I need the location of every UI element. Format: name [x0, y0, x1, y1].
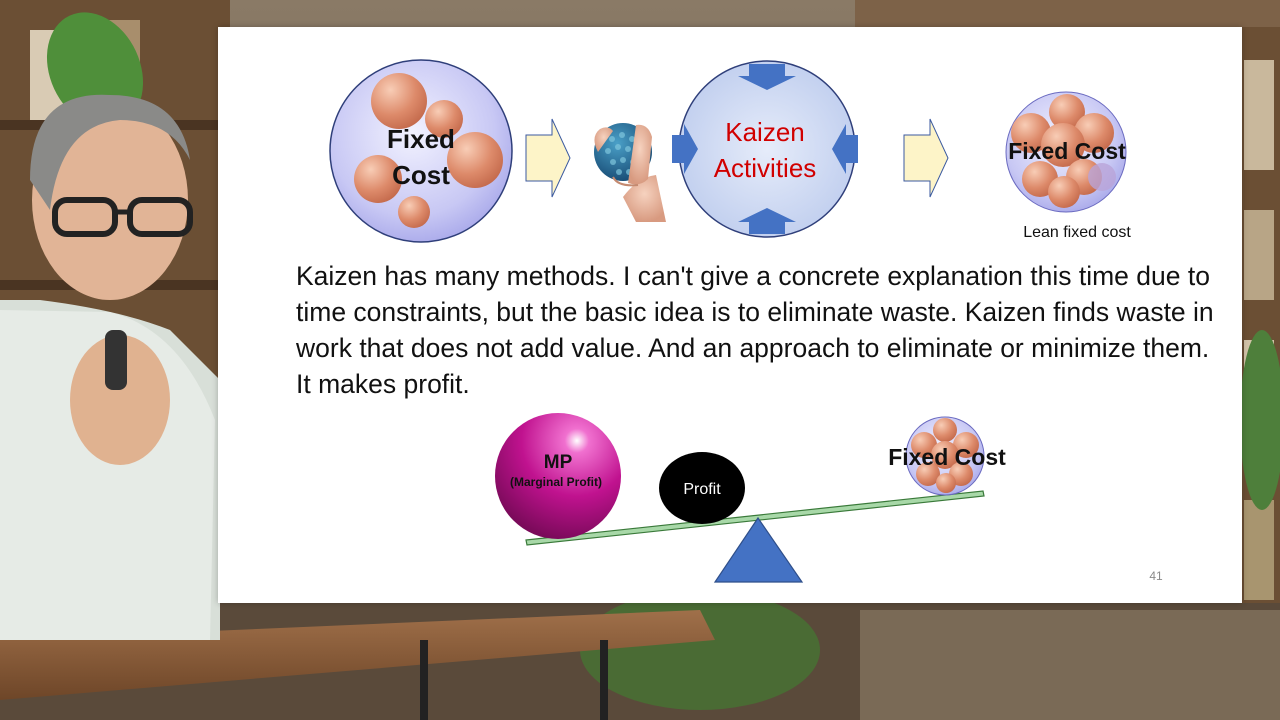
bookshelf-right — [855, 0, 1280, 620]
balance-beam — [525, 490, 985, 546]
fulcrum-triangle — [713, 516, 804, 583]
mp-label: MP — [544, 452, 573, 473]
slide-body-text: Kaizen has many methods. I can't give a … — [296, 261, 1214, 399]
cost-ball — [1088, 163, 1116, 191]
presenter — [0, 94, 220, 640]
down-arrow-icon — [738, 64, 796, 90]
profit-ball — [659, 452, 745, 524]
cost-ball — [1011, 113, 1051, 153]
plant-bush — [580, 590, 820, 710]
profit-label: Profit — [683, 481, 721, 498]
page-number: 41 — [1149, 569, 1163, 583]
plant-leaf — [1240, 330, 1280, 510]
fixed-cost-bubble: Fixed Cost — [329, 59, 513, 243]
small-fixed-cost-bubble — [905, 416, 985, 496]
right-arrow-icon — [903, 118, 949, 198]
right-arrow-icon — [672, 124, 698, 174]
presentation-slide: Fixed Cost Kaizen A — [218, 27, 1242, 603]
left-arrow-icon — [832, 124, 858, 174]
right-arrow-icon — [525, 118, 571, 198]
mp-sublabel: (Marginal Profit) — [510, 475, 602, 489]
cost-ball — [447, 132, 503, 188]
kaizen-label-line2: Activities — [714, 153, 817, 183]
cost-ball — [371, 73, 427, 129]
balance-fixed-cost-label: Fixed Cost — [888, 444, 1006, 470]
cost-ball — [1048, 176, 1080, 208]
cost-ball — [354, 155, 402, 203]
cost-ball — [425, 100, 463, 138]
fixed-cost-label-line2: Cost — [392, 160, 450, 190]
lean-fixed-cost-bubble: Fixed Cost — [1005, 91, 1127, 213]
slide-diagram: Fixed Cost Kaizen A — [329, 59, 1163, 583]
cost-ball — [1041, 123, 1085, 167]
kaizen-activities-circle: Kaizen Activities — [672, 60, 858, 238]
lean-fixed-cost-label: Fixed Cost — [1008, 138, 1126, 164]
cost-ball — [398, 196, 430, 228]
balance-diagram: MP (Marginal Profit) Profit Fixed Cost — [495, 413, 1006, 583]
kaizen-label-line1: Kaizen — [725, 117, 805, 147]
cost-ball — [1049, 94, 1085, 130]
lean-fixed-cost-caption: Lean fixed cost — [1023, 224, 1131, 241]
fixed-cost-label-line1: Fixed — [387, 124, 455, 154]
mp-ball — [495, 413, 621, 539]
up-arrow-icon — [738, 208, 796, 234]
squeeze-hand-icon — [594, 123, 666, 222]
